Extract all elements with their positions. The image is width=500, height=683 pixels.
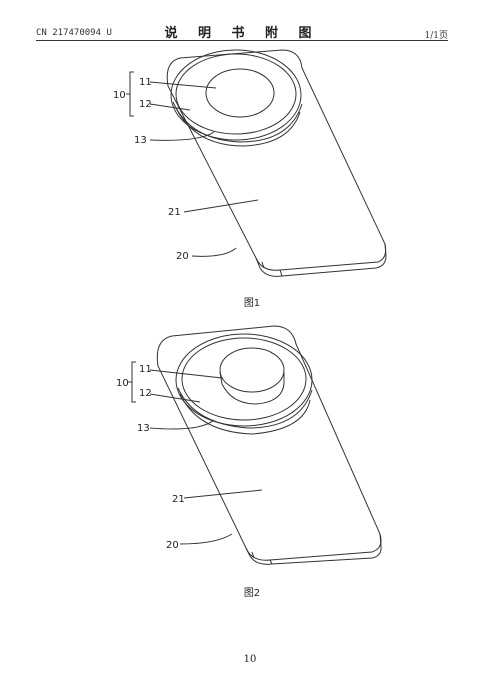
fig2-label-13: 13 — [137, 423, 150, 434]
fig2-label-10: 10 — [116, 378, 129, 389]
fig1-label-11: 11 — [139, 77, 152, 88]
fig2-lens-side — [219, 371, 285, 405]
page-number: 10 — [243, 654, 257, 665]
fig1-lens — [205, 68, 275, 118]
fig1-bracket — [126, 71, 134, 117]
fig1-camera-ring-base — [172, 101, 303, 143]
fig1-camera-ring-outer — [170, 49, 302, 141]
figure-1-drawing — [126, 49, 387, 277]
fig2-phone-body — [156, 325, 382, 561]
fig1-phone-edge — [255, 243, 387, 277]
fig2-phone-edge-inner — [251, 551, 273, 565]
figure-1-caption: 图1 — [243, 298, 261, 309]
fig1-label-10: 10 — [113, 90, 126, 101]
fig1-label-12: 12 — [139, 99, 152, 110]
header-title: 说 明 书 附 图 — [164, 26, 320, 41]
fig1-label-13: 13 — [134, 135, 147, 146]
fig1-camera-ring-inner — [175, 53, 297, 135]
fig1-label-21: 21 — [168, 207, 181, 218]
fig2-bracket — [128, 361, 136, 403]
fig2-camera-ring-base — [177, 387, 313, 429]
header-rule — [36, 40, 448, 41]
page-info: 1/1页 — [424, 31, 449, 41]
fig1-phone-body — [166, 49, 387, 271]
fig2-label-11: 11 — [139, 364, 152, 375]
fig2-label-12: 12 — [139, 388, 152, 399]
fig1-phone-edge-inner — [261, 261, 283, 277]
fig2-lens-top — [219, 347, 285, 393]
fig1-label-20: 20 — [176, 251, 189, 262]
figure-2-drawing — [128, 325, 382, 565]
fig2-label-21: 21 — [172, 494, 185, 505]
patent-number: CN 217470094 U — [36, 28, 112, 38]
fig1-camera-ring-base2 — [175, 107, 301, 147]
figure-2-caption: 图2 — [243, 588, 261, 599]
fig2-camera-ring-base2 — [179, 393, 311, 435]
page-header: CN 217470094 U 说 明 书 附 图 1/1页 — [36, 22, 449, 41]
fig2-camera-ring-inner — [181, 337, 307, 421]
fig2-label-20: 20 — [166, 540, 179, 551]
fig2-camera-ring-outer — [175, 333, 313, 427]
fig2-phone-edge — [245, 533, 382, 565]
